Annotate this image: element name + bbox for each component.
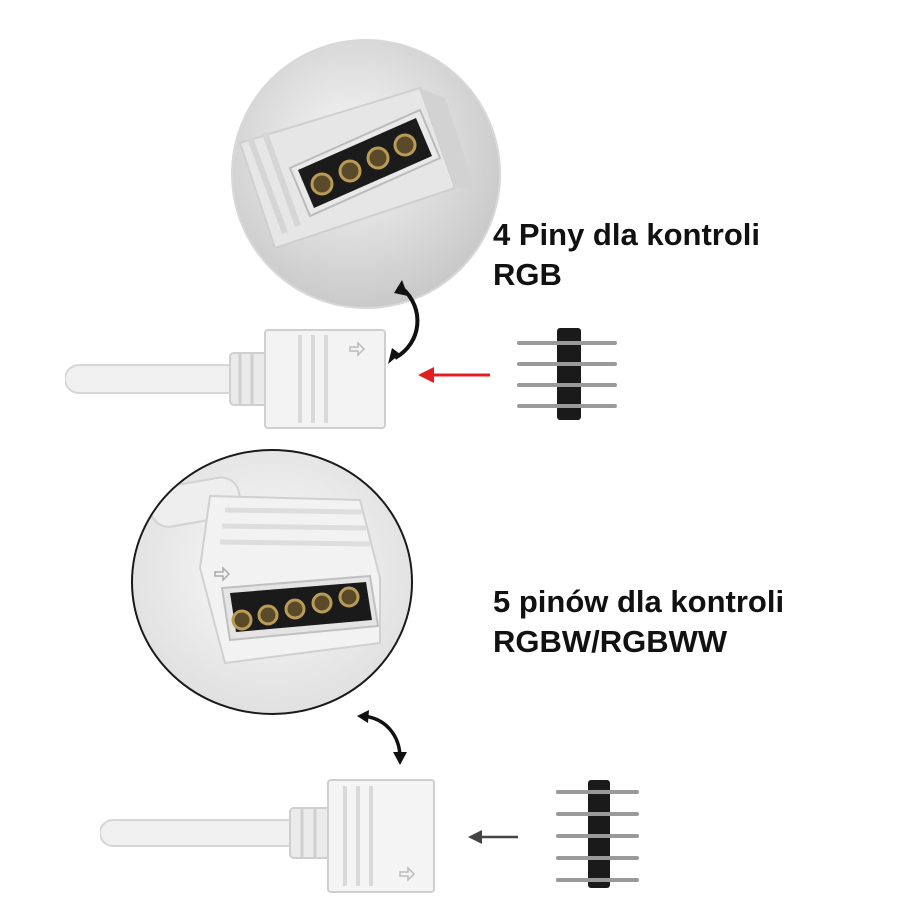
zoom-circle-4pin [231, 39, 501, 309]
socket-face-4pin [288, 108, 442, 218]
socket-face-5pin [220, 574, 380, 642]
insert-arrow-red-icon [418, 367, 490, 383]
caption-rgbw: 5 pinów dla kontroli RGBW/RGBWW [493, 582, 784, 662]
caption-rgb-line2: RGB [493, 257, 562, 292]
zoom-circle-5pin [131, 449, 413, 715]
caption-rgbw-line1: 5 pinów dla kontroli [493, 584, 785, 619]
insert-arrow-grey-icon [468, 830, 518, 844]
pin-header-4pin [517, 328, 617, 420]
cable-connector-5pin [100, 779, 435, 893]
curved-double-arrow-icon [388, 280, 420, 364]
cable-connector-4pin [65, 329, 386, 429]
curved-double-arrow-icon [357, 710, 407, 765]
caption-rgb-line1: 4 Piny dla kontroli [493, 217, 760, 252]
pin-header-5pin [556, 780, 639, 888]
caption-rgb: 4 Piny dla kontroli RGB [493, 215, 760, 295]
caption-rgbw-line2: RGBW/RGBWW [493, 624, 728, 659]
